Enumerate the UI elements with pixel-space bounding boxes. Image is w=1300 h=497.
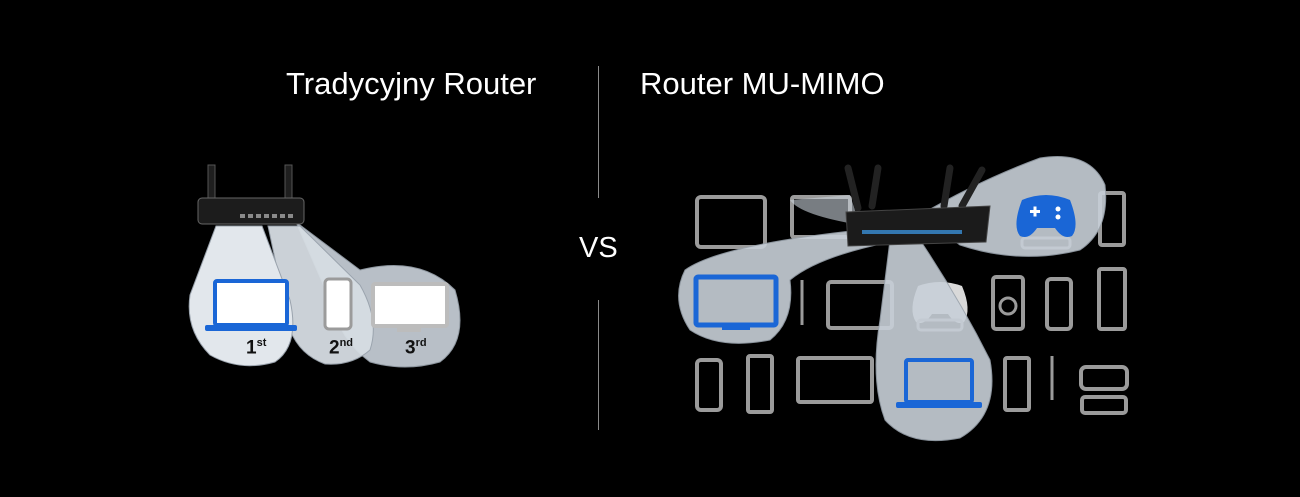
router-icon — [197, 164, 305, 225]
laptop-icon — [205, 279, 297, 331]
traditional-router-group — [188, 164, 461, 368]
beam-left-upper — [790, 195, 860, 225]
router-icon — [844, 164, 991, 247]
laptop-icon — [896, 358, 982, 408]
ordinal-1st: 1st — [246, 337, 267, 359]
tv-icon — [693, 274, 779, 330]
beam-tv — [678, 229, 901, 344]
mumimo-router-group — [678, 156, 1129, 442]
phone-icon — [695, 358, 723, 412]
tablet-icon — [695, 195, 767, 249]
right-title: Router MU-MIMO — [640, 66, 885, 101]
left-title: Tradycyjny Router — [286, 66, 537, 101]
speaker-icon — [991, 275, 1025, 331]
vs-label: VS — [579, 232, 618, 264]
gamepad-icon — [1016, 195, 1076, 237]
tower-pc-icon — [746, 354, 774, 414]
phone-icon — [1045, 277, 1073, 331]
monitor-icon — [796, 356, 874, 404]
monitor-icon — [371, 282, 449, 332]
divider-bottom — [598, 300, 599, 430]
power-outlet-icon — [1003, 356, 1031, 412]
tower-pc-icon — [1097, 267, 1127, 331]
usb-stick-icon — [1080, 395, 1128, 415]
ordinal-2nd: 2nd — [329, 337, 354, 359]
divider-top — [598, 66, 599, 198]
ordinal-3rd: 3rd — [405, 337, 427, 359]
phone-icon — [323, 277, 353, 331]
speaker-cone — [998, 296, 1018, 316]
external-drive-icon — [1079, 365, 1129, 391]
beam-laptop — [875, 239, 993, 442]
